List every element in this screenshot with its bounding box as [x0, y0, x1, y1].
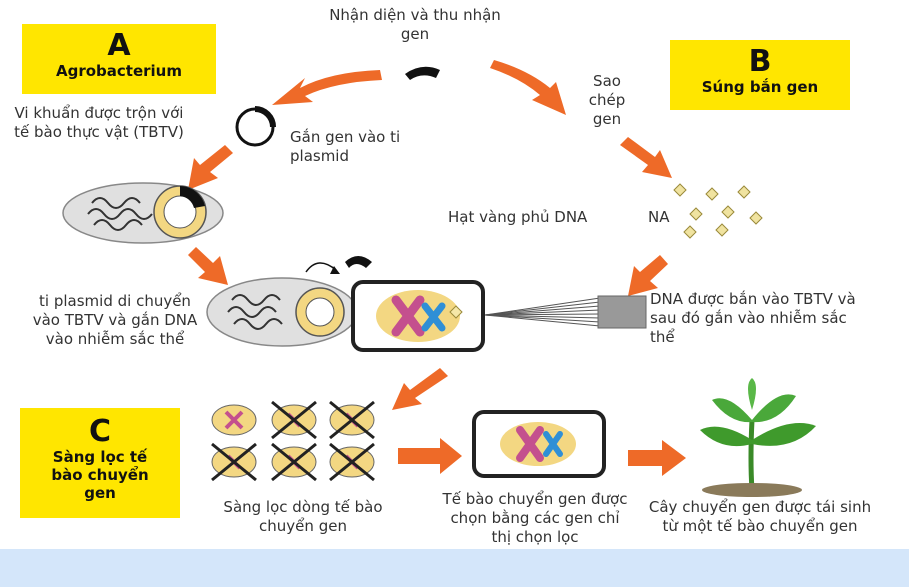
label-transfer: ti plasmid di chuyển vào TBTV và gắn DNA…: [32, 292, 198, 348]
arrow-top-to-a: [272, 70, 382, 105]
arrow-b-gun: [628, 255, 668, 296]
flow-arrows: [188, 60, 686, 476]
screen-cell-rejected: [271, 442, 317, 482]
panel-a-letter: A: [107, 28, 131, 63]
transfer-cells: [206, 256, 372, 347]
arrow-b-copy: [620, 137, 672, 178]
screen-cell-rejected: [271, 400, 317, 440]
arrow-a-to-cells: [188, 145, 233, 190]
screen-cell-rejected: [211, 442, 257, 482]
transgenic-plant: [700, 378, 816, 497]
label-selected: Tế bào chuyển gen được chọn bằng các gen…: [442, 490, 628, 546]
recipient-cell: [351, 280, 485, 352]
screen-cell-rejected: [329, 442, 375, 482]
gene-gun-rays: [484, 297, 601, 327]
arrow-screen-to-selected: [398, 438, 462, 474]
panel-c-box: C Sàng lọc tế bào chuyển gen: [20, 408, 180, 518]
label-copy: Sao chép gen: [588, 72, 626, 128]
label-gold: Hạt vàng phủ DNA: [448, 208, 588, 226]
panel-b-letter: B: [748, 44, 772, 79]
arrow-selected-to-plant: [628, 440, 686, 476]
screen-cell: [211, 404, 257, 436]
arrow-top-to-b: [490, 60, 566, 115]
bacterium-plant-cells: [62, 182, 224, 244]
panel-b-title: Súng bắn gen: [701, 78, 819, 96]
gold-particles: [673, 183, 763, 239]
top-gene-fragment: [405, 66, 440, 80]
screen-cell-rejected: [329, 400, 375, 440]
panel-c-title: Sàng lọc tế bào chuyển gen: [51, 448, 149, 502]
panel-b-box: B Súng bắn gen: [670, 40, 850, 110]
label-mixed: Vi khuẩn được trộn với tế bào thực vật (…: [14, 104, 184, 141]
arrow-a-transfer: [188, 247, 228, 285]
label-insert: Gắn gen vào ti plasmid: [290, 128, 401, 165]
label-plant: Cây chuyển gen được tái sinh từ một tế b…: [648, 498, 872, 535]
selected-cell: [472, 410, 606, 478]
gene-gun-barrel: [597, 295, 647, 329]
label-gold-fragment: NA: [648, 208, 670, 226]
panel-a-title: Agrobacterium: [56, 62, 182, 80]
plasmid-ring: [235, 106, 276, 147]
panel-c-letter: C: [88, 414, 112, 449]
label-screen: Sàng lọc dòng tế bào chuyển gen: [223, 498, 383, 535]
panel-a-box: A Agrobacterium: [22, 24, 216, 94]
label-shot: DNA được bắn vào TBTV và sau đó gắn vào …: [650, 290, 856, 346]
bottom-band: [0, 549, 909, 587]
screening-grid: [211, 400, 375, 482]
arrow-to-screening: [392, 368, 448, 410]
top-label: Nhận diện và thu nhận gen: [329, 6, 501, 43]
